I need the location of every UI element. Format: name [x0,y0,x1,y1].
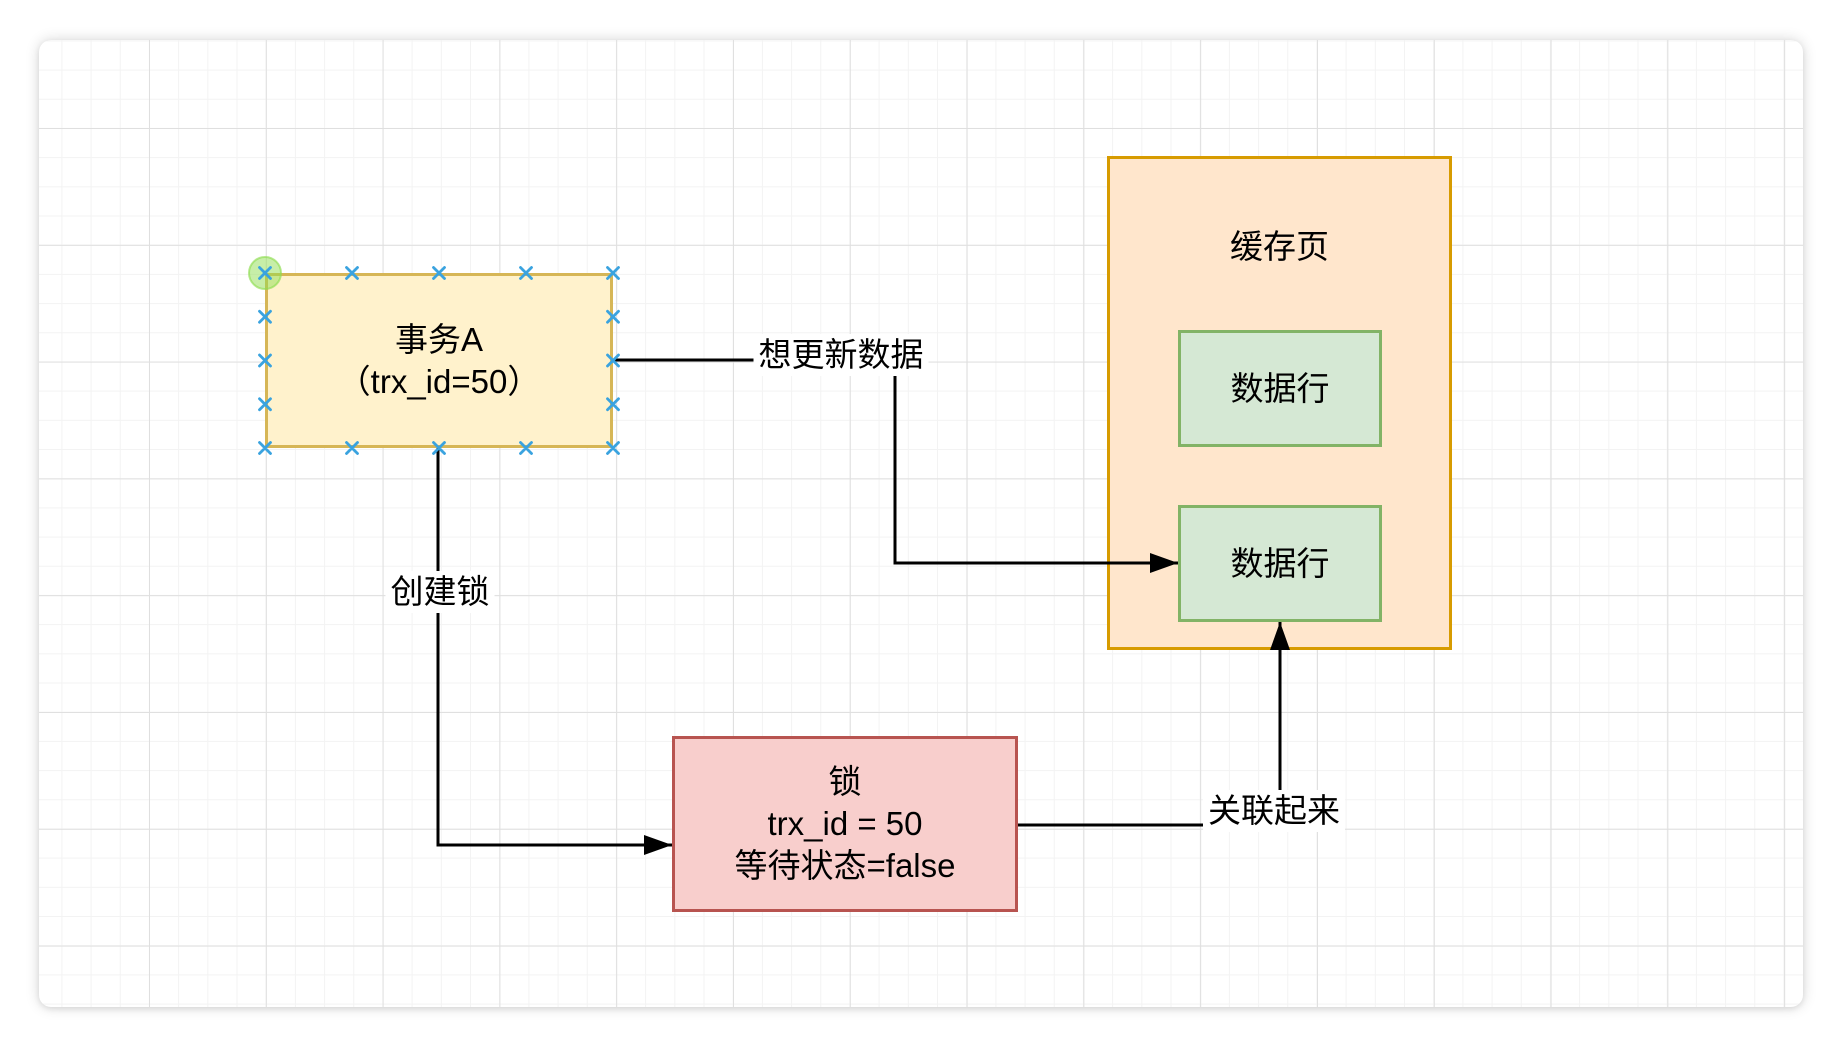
edge-label-associate[interactable]: 关联起来 [1203,790,1345,832]
edge-wants-update-data[interactable] [613,358,1178,573]
lock-trx-id: trx_id = 50 [767,805,923,842]
data-row-1-label: 数据行 [1230,369,1330,407]
edge-create-lock[interactable] [436,448,672,855]
transaction-a-trx-id: （trx_id=50） [337,362,541,400]
data-row-2-label: 数据行 [1230,544,1330,582]
cache-page-title: 缓存页 [1230,228,1329,265]
node-transaction-a[interactable]: 事务A （trx_id=50） [265,273,613,448]
node-data-row-2[interactable]: 数据行 [1178,505,1382,622]
node-data-row-1[interactable]: 数据行 [1178,330,1382,447]
edge-label-create-lock[interactable]: 创建锁 [385,571,495,613]
lock-wait-state: 等待状态=false [734,847,956,884]
node-lock[interactable]: 锁 trx_id = 50 等待状态=false [672,736,1018,912]
edges-overlay [248,256,1290,855]
connection-point-handles[interactable] [258,266,620,455]
lock-name: 锁 [828,763,862,800]
edge-label-wants-update-data[interactable]: 想更新数据 [753,334,929,376]
transaction-a-name: 事务A [394,320,483,358]
drawing-canvas[interactable]: 事务A （trx_id=50） 缓存页 数据行 数据行 锁 trx_id = 5… [39,40,1803,1007]
